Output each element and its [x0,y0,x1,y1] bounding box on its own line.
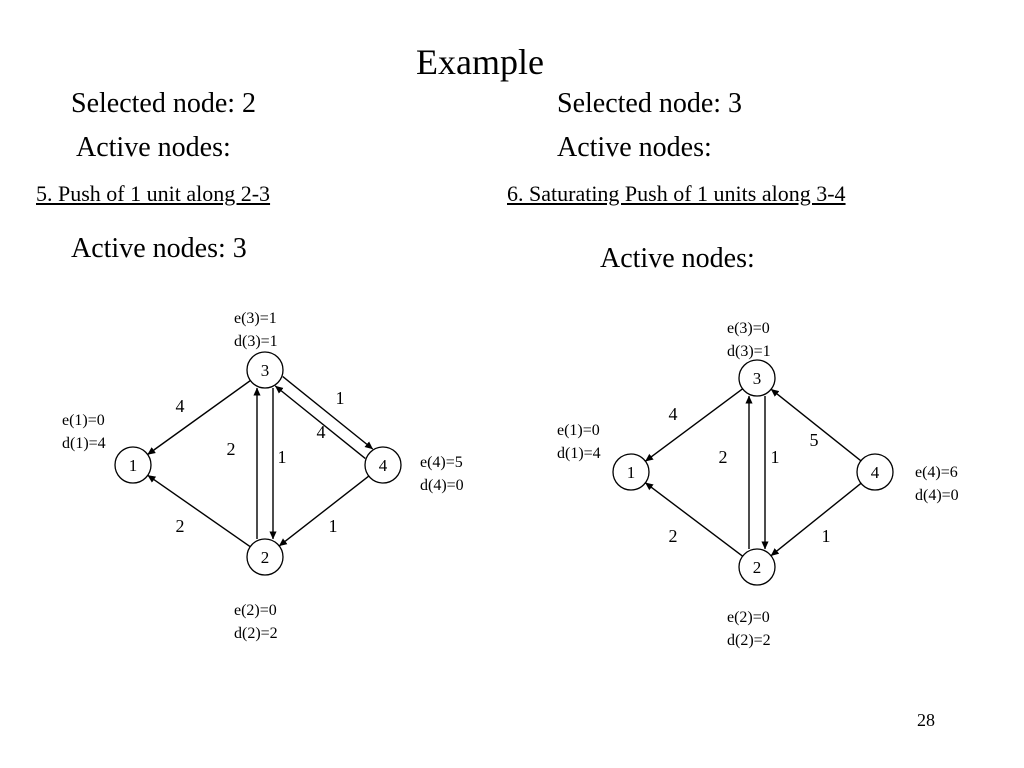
right-edge-line-4-3 [770,388,862,462]
right-node-circle-4 [856,453,894,491]
left-edge-label-2-1: 2 [176,516,185,536]
left-node-2: 2 [246,538,284,576]
right-edge-label-4-3: 5 [810,430,819,450]
right-node-3: 3 [738,359,776,397]
left-node-1: 1 [114,446,152,484]
right-edge-line-2-1 [644,482,744,557]
left-node-annotation-1-distance: d(1)=4 [62,435,106,452]
right-node-annotation-4-distance: d(4)=0 [915,487,959,504]
left-edge-2-3: 2 [227,387,261,539]
left-node-annotation-2-distance: d(2)=2 [234,625,278,642]
right-node-label-2: 2 [753,558,762,577]
right-node-label-3: 3 [753,369,762,388]
right-node-circle-3 [738,359,776,397]
right-node-circle-2 [738,548,776,586]
left-node-3: 3 [246,351,284,389]
left-edge-line-2-1 [147,474,251,548]
left-node-label-3: 3 [261,361,270,380]
right-edge-label-2-1: 2 [669,526,678,546]
left-edge-line-3-1 [147,379,251,456]
right-edge-line-4-2 [770,482,862,557]
left-edge-label-4-3: 4 [317,422,326,442]
right-node-label-4: 4 [871,463,880,482]
right-node-annotation-2-excess: e(2)=0 [727,609,770,626]
left-node-circle-3 [246,351,284,389]
right-edge-4-3: 5 [770,388,862,462]
right-edge-4-2: 1 [770,482,862,557]
right-step-description: 6. Saturating Push of 1 units along 3-4 [507,181,846,206]
left-edge-label-3-1: 4 [176,396,185,416]
right-node-2: 2 [738,548,776,586]
left-edge-3-2: 1 [269,388,287,540]
left-step-description: 5. Push of 1 unit along 2-3 [36,181,271,206]
left-node-circle-1 [114,446,152,484]
left-node-label-4: 4 [379,456,388,475]
right-node-circle-1 [612,453,650,491]
right-node-label-1: 1 [627,463,636,482]
left-edge-3-4: 1 [282,376,374,450]
right-selected-node: Selected node: 3 [557,88,743,119]
right-edge-label-4-2: 1 [822,526,831,546]
left-node-annotation-3-excess: e(3)=1 [234,310,277,327]
left-edge-line-3-4 [282,376,374,450]
right-edge-label-2-3: 2 [719,447,728,467]
left-node-annotation-3-distance: d(3)=1 [234,333,278,350]
page-number: 28 [917,710,935,730]
left-selected-node: Selected node: 2 [71,88,257,119]
right-edge-line-3-1 [644,388,744,462]
right-edge-2-3: 2 [719,395,753,549]
right-edge-label-3-1: 4 [669,404,678,424]
right-node-annotation-3-excess: e(3)=0 [727,320,770,337]
right-edge-label-3-2: 1 [771,447,780,467]
left-node-annotation-2-excess: e(2)=0 [234,602,277,619]
left-edge-4-3: 4 [274,385,366,459]
left-node-annotation-1-excess: e(1)=0 [62,412,105,429]
left-edge-3-1: 4 [147,379,251,456]
right-node-annotation-1-distance: d(1)=4 [557,445,601,462]
right-active-nodes-before: Active nodes: [557,132,712,163]
slide-title: Example [416,42,544,82]
left-edge-label-4-2: 1 [329,516,338,536]
right-active-nodes-after: Active nodes: [600,243,755,274]
left-active-nodes-after: Active nodes: 3 [71,233,247,264]
left-node-circle-2 [246,538,284,576]
right-node-4: 4 [856,453,894,491]
left-edge-line-4-3 [274,385,366,459]
left-active-nodes-before: Active nodes: [76,132,231,163]
right-edge-3-2: 1 [761,396,780,550]
right-node-annotation-2-distance: d(2)=2 [727,632,771,649]
right-node-annotation-3-distance: d(3)=1 [727,343,771,360]
right-edge-2-1: 2 [644,482,744,557]
right-graph: 4 2 2 1 5 1 1 e(1)=0 d(1)=4 2 e(2)=0 d(2)=2 3 e(3)=0 d… [557,320,959,649]
left-node-label-1: 1 [129,456,138,475]
left-edge-2-1: 2 [147,474,251,548]
right-node-annotation-1-excess: e(1)=0 [557,422,600,439]
left-node-4: 4 [364,446,402,484]
left-node-circle-4 [364,446,402,484]
left-node-label-2: 2 [261,548,270,567]
left-edge-4-2: 1 [278,475,370,547]
right-node-annotation-4-excess: e(4)=6 [915,464,958,481]
left-node-annotation-4-excess: e(4)=5 [420,454,463,471]
left-edge-line-4-2 [278,475,370,547]
right-edge-3-1: 4 [644,388,744,462]
left-node-annotation-4-distance: d(4)=0 [420,477,464,494]
left-edge-label-3-2: 1 [278,447,287,467]
left-edge-label-3-4: 1 [336,388,345,408]
left-edge-label-2-3: 2 [227,439,236,459]
right-node-1: 1 [612,453,650,491]
